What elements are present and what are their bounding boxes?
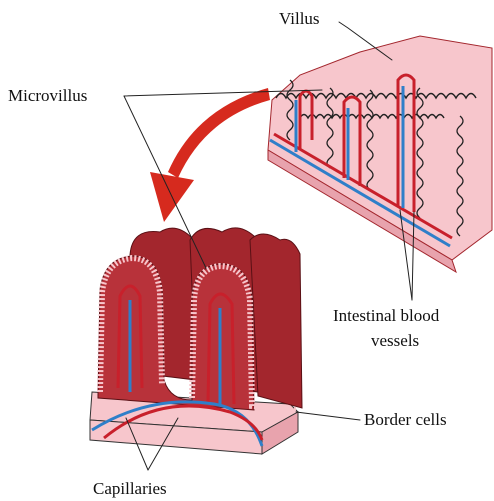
label-villus: Villus bbox=[279, 9, 320, 28]
border-cells-leader bbox=[296, 412, 360, 420]
label-intestinal-blood-line2: vessels bbox=[371, 331, 419, 350]
label-intestinal-blood-line1: Intestinal blood bbox=[333, 306, 440, 325]
intestinal-wall-section bbox=[268, 36, 492, 272]
label-microvillus: Microvillus bbox=[8, 86, 87, 105]
label-capillaries: Capillaries bbox=[93, 479, 167, 498]
magnify-arrow bbox=[150, 88, 270, 222]
villi-enlarged-block bbox=[90, 228, 302, 454]
label-border-cells: Border cells bbox=[364, 410, 447, 429]
curved-arrow-body bbox=[168, 88, 270, 178]
villus-back-3 bbox=[250, 234, 302, 408]
